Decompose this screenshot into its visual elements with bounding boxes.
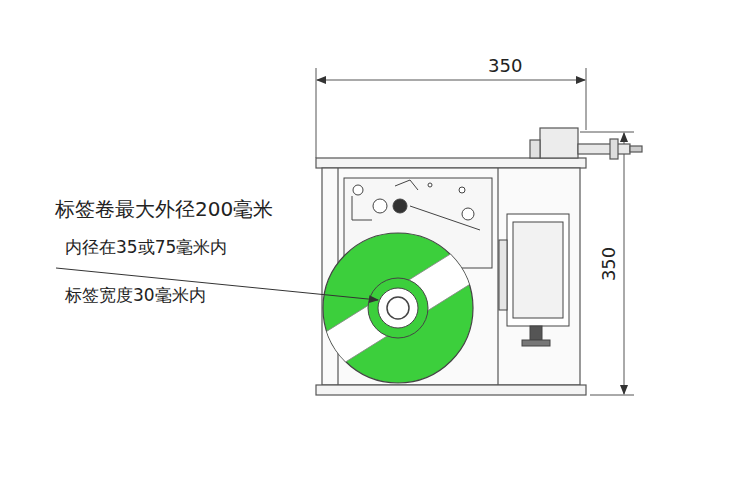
callout-text: 标签宽度30毫米内 — [65, 286, 206, 305]
dimension-text: 350 — [488, 56, 522, 76]
dimension-text: 350 — [599, 247, 619, 281]
callout-text: 内径在35或75毫米内 — [65, 238, 227, 257]
callout-text: 标签卷最大外径200毫米 — [55, 198, 273, 220]
label-roll — [297, 233, 503, 383]
control-box — [499, 214, 569, 346]
machine-body — [316, 128, 642, 395]
